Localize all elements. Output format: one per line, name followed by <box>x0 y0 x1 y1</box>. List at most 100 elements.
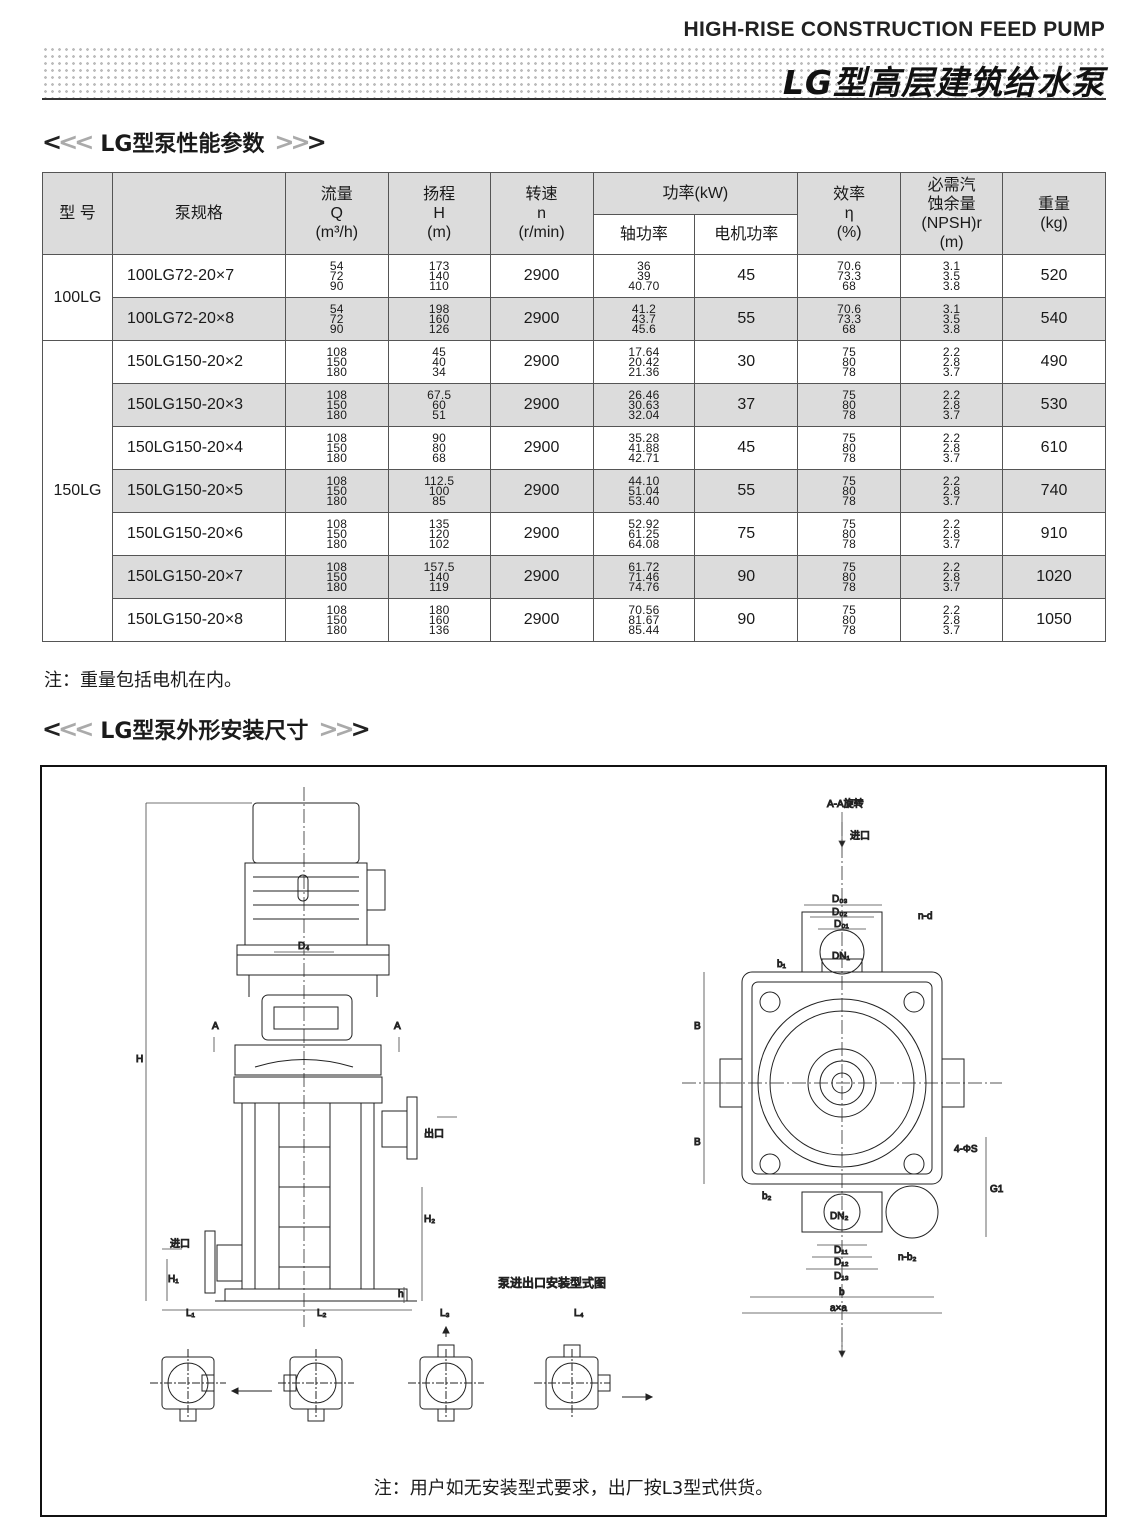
section-title-dimensions: <<< LG型泵外形安装尺寸 >>> <box>42 713 371 745</box>
label-b-top: B <box>694 1021 701 1032</box>
cell-speed: 2900 <box>489 297 594 341</box>
cell-weight: 740 <box>1002 469 1106 513</box>
cell-speed: 2900 <box>489 555 594 599</box>
cell-motor-power: 45 <box>694 426 799 470</box>
label-rotation: A-A旋转 <box>827 797 864 810</box>
cell-speed: 2900 <box>489 254 594 298</box>
install-type-l1 <box>150 1349 226 1422</box>
cell-motor-power: 37 <box>694 383 799 427</box>
chevron-right-icon: >>> <box>318 715 370 743</box>
cell-motor-power: 55 <box>694 297 799 341</box>
cell-motor-power: 30 <box>694 340 799 384</box>
group-model: 150LG <box>42 340 113 642</box>
label-axa: a×a <box>830 1303 847 1314</box>
col-weight: 重量(kg) <box>1002 172 1106 255</box>
col-motor-power: 电机功率 <box>694 214 799 255</box>
cell-speed: 2900 <box>489 383 594 427</box>
label-d02: D₀₂ <box>832 907 847 918</box>
label-small-h: h <box>398 1289 404 1300</box>
weight-note: 注：重量包括电机在内。 <box>44 670 242 691</box>
cell-weight: 1020 <box>1002 555 1106 599</box>
label-a-left: A <box>212 1021 219 1032</box>
label-nb2: n-b₂ <box>898 1252 916 1263</box>
cell-weight: 610 <box>1002 426 1106 470</box>
cell-spec: 150LG150-20×5 <box>111 469 286 513</box>
col-model: 型 号 <box>42 172 113 255</box>
label-h: H <box>136 1054 143 1065</box>
chevron-left-icon: <<< <box>42 128 94 156</box>
label-d13: D₁₃ <box>834 1271 849 1282</box>
header-dot-band <box>42 46 1106 104</box>
plan-dimensions <box>703 812 987 1358</box>
label-l1: L₁ <box>186 1308 196 1319</box>
installation-drawing: H H₁ H₂ h A A D₄ 出口 进口 L₁ L₂ L₃ L₄ 泵进出口安… <box>136 787 1004 1422</box>
label-d01: D₀₁ <box>834 919 849 930</box>
installation-drawing-frame: H H₁ H₂ h A A D₄ 出口 进口 L₁ L₂ L₃ L₄ 泵进出口安… <box>40 765 1107 1517</box>
install-note: 注：用户如无安装型式要求，出厂按L3型式供货。 <box>373 1478 774 1499</box>
label-b-bottom: B <box>694 1137 701 1148</box>
group-model: 100LG <box>42 254 113 341</box>
section-title-text: LG型泵性能参数 <box>100 132 265 157</box>
cell-spec: 150LG150-20×2 <box>111 340 286 384</box>
chevron-left-icon: <<< <box>42 715 94 743</box>
cell-weight: 1050 <box>1002 598 1106 642</box>
flow-arrows <box>230 1325 654 1401</box>
cell-speed: 2900 <box>489 469 594 513</box>
label-d03: D₀₃ <box>832 894 847 905</box>
label-nd: n-d <box>918 911 932 922</box>
label-b: b <box>839 1287 845 1298</box>
cell-speed: 2900 <box>489 426 594 470</box>
header-rule <box>42 98 1106 100</box>
col-power: 功率(kW) <box>592 172 799 215</box>
install-type-l4 <box>534 1344 611 1417</box>
cell-spec: 150LG150-20×6 <box>111 512 286 556</box>
cell-weight: 490 <box>1002 340 1106 384</box>
cell-weight: 530 <box>1002 383 1106 427</box>
cell-speed: 2900 <box>489 598 594 642</box>
cell-spec: 100LG72-20×7 <box>111 254 286 298</box>
label-d11: D₁₁ <box>834 1245 849 1256</box>
col-shaft-power: 轴功率 <box>592 214 696 255</box>
cell-weight: 520 <box>1002 254 1106 298</box>
label-d4: D₄ <box>298 941 309 952</box>
label-l3: L₃ <box>440 1308 450 1319</box>
install-type-l2 <box>278 1349 354 1422</box>
